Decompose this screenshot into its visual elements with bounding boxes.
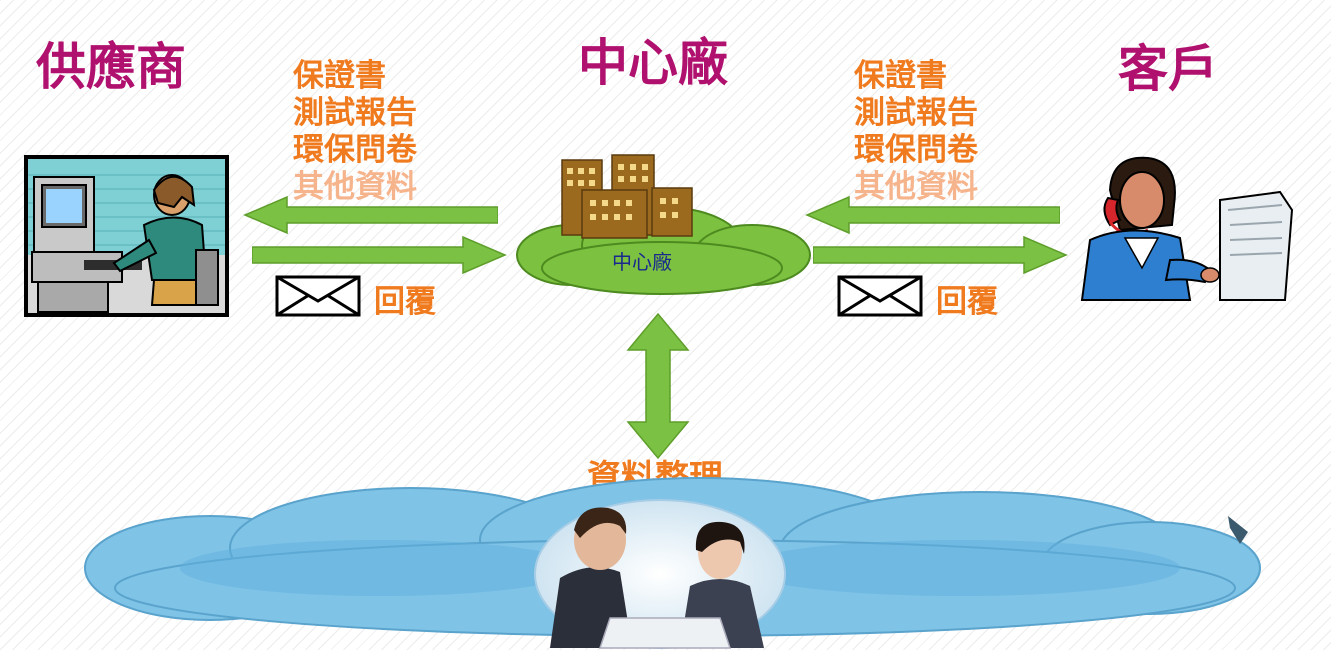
right-doc-warranty: 保證書 bbox=[854, 58, 947, 94]
left-doc-test-report: 測試報告 bbox=[293, 95, 417, 131]
right-document-list: 保證書 測試報告 環保問卷 其他資料 bbox=[854, 58, 978, 206]
center-plant-label: 中心廠 bbox=[612, 250, 672, 274]
arrow-to-center-from-customer bbox=[805, 195, 1060, 235]
arrow-to-supplier bbox=[243, 195, 498, 235]
left-document-list: 保證書 測試報告 環保問卷 其他資料 bbox=[293, 58, 417, 206]
right-doc-other: 其他資料 bbox=[854, 169, 978, 205]
bidirectional-arrow-center-to-data bbox=[626, 312, 690, 460]
center-plant-illustration bbox=[516, 154, 811, 295]
envelope-icon bbox=[275, 275, 361, 317]
arrow-to-center-from-supplier bbox=[252, 235, 507, 275]
right-doc-test-report: 測試報告 bbox=[854, 95, 978, 131]
arrow-to-customer bbox=[813, 235, 1068, 275]
customer-title: 客戶 bbox=[1118, 39, 1218, 98]
left-reply-label: 回覆 bbox=[374, 284, 436, 320]
supplier-title: 供應商 bbox=[36, 37, 186, 96]
right-doc-eco-survey: 環保問卷 bbox=[854, 132, 978, 168]
data-organization-cloud bbox=[84, 477, 1261, 649]
supplier-computer-illustration bbox=[24, 155, 229, 317]
center-plant-title: 中心廠 bbox=[578, 33, 728, 92]
right-reply-label: 回覆 bbox=[936, 284, 998, 320]
customer-phone-illustration bbox=[1080, 156, 1294, 301]
left-doc-eco-survey: 環保問卷 bbox=[293, 132, 417, 168]
left-doc-other: 其他資料 bbox=[293, 169, 417, 205]
envelope-icon bbox=[837, 275, 923, 317]
left-doc-warranty: 保證書 bbox=[293, 58, 386, 94]
